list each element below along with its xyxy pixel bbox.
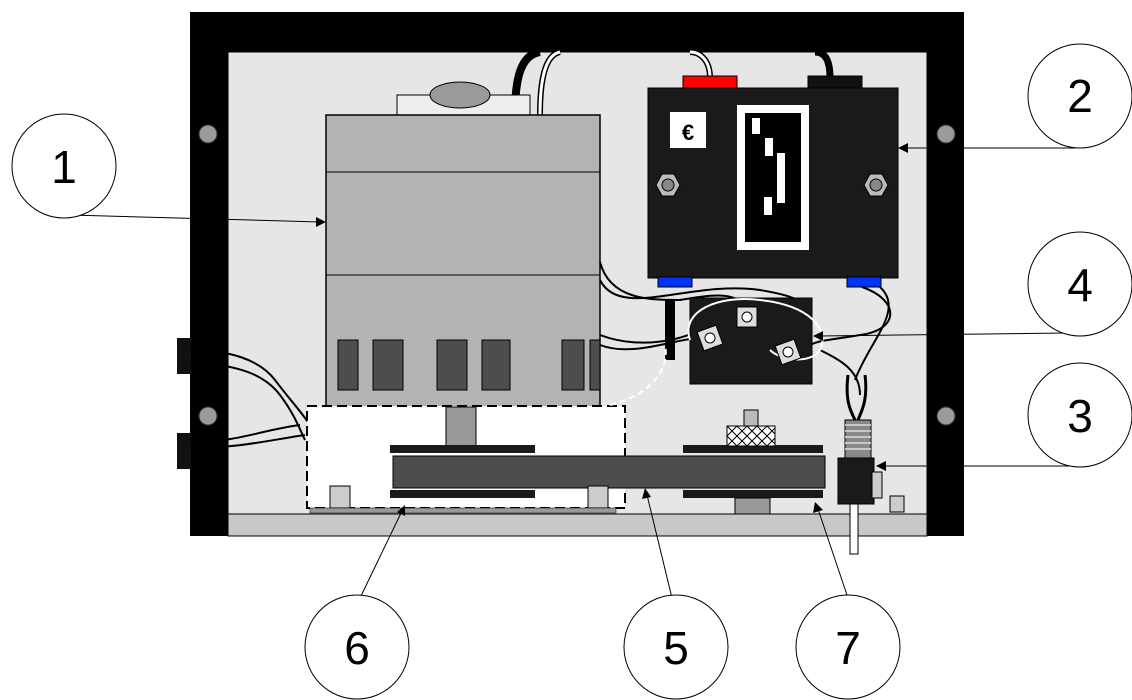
motor-knob: [429, 81, 491, 109]
motor-vent: [337, 339, 359, 391]
callout-label: 1: [51, 141, 77, 193]
sensor-body: [837, 457, 875, 505]
pulley-hub: [743, 409, 759, 427]
wire: [189, 434, 306, 449]
wire: [845, 374, 857, 421]
arrowhead: [316, 217, 326, 227]
motor-shaft: [445, 406, 477, 448]
arrowhead: [397, 505, 405, 516]
wire: [856, 374, 868, 421]
knurl-pattern: [726, 425, 776, 447]
side-connector: [177, 338, 191, 374]
arrowhead: [876, 461, 886, 471]
screw-icon: [741, 311, 753, 323]
callout-4: 4: [1027, 231, 1132, 337]
sensor-spring: [844, 419, 872, 459]
window-mark: [764, 197, 772, 215]
arrowhead: [898, 143, 908, 153]
screw-icon: [198, 124, 218, 144]
sensor-plunger: [849, 503, 859, 555]
callout-2: 2: [1027, 43, 1132, 149]
screw-icon: [936, 406, 956, 426]
terminal-blue: [657, 276, 693, 288]
leader-line-6: [359, 510, 403, 599]
arrowhead: [813, 502, 823, 513]
side-connector: [177, 433, 191, 469]
leader-line-4: [819, 332, 1066, 337]
screw-icon: [936, 124, 956, 144]
cable-black-top: [814, 48, 834, 79]
pulley-base: [734, 497, 771, 515]
wire-white: [687, 298, 824, 361]
wire: [854, 286, 890, 381]
screw-icon: [782, 346, 794, 358]
drive-belt: [392, 455, 826, 489]
callout-3: 3: [1027, 362, 1132, 468]
callout-label: 4: [1067, 259, 1093, 311]
pulley-flange: [683, 445, 823, 453]
sensor-bracket: [889, 495, 905, 513]
dashed-wire: [609, 344, 667, 406]
mount-foot: [587, 485, 609, 509]
spring-coils: [845, 424, 871, 450]
callout-label: 5: [663, 622, 689, 674]
leader-line-1: [69, 214, 321, 223]
motor-vent: [589, 339, 601, 391]
pulley-flange: [390, 490, 535, 498]
callout-label: 2: [1067, 70, 1093, 122]
pulley-flange: [390, 445, 535, 453]
window-mark: [752, 118, 760, 134]
cable-white-top: [689, 50, 712, 79]
ce-mark-icon: [670, 112, 706, 148]
wire: [189, 361, 306, 441]
base-plate: [227, 513, 928, 537]
callout-1: 1: [11, 113, 117, 219]
leader-line-7: [817, 508, 849, 599]
mount-foot: [329, 485, 351, 509]
terminal-blue: [846, 276, 882, 288]
screw-icon: [704, 332, 716, 344]
motor-vent: [372, 339, 404, 391]
callout-label: 3: [1067, 390, 1093, 442]
motor-vent: [436, 339, 468, 391]
sensor-clip: [871, 471, 883, 499]
callout-label: 6: [344, 622, 370, 674]
motor-vent: [481, 339, 511, 391]
wire: [189, 424, 301, 442]
screw-icon: [198, 406, 218, 426]
motor-vent: [561, 339, 585, 391]
rail: [309, 507, 617, 514]
screw-icon: [661, 178, 675, 192]
callout-5: 5: [623, 594, 729, 700]
wire: [189, 349, 311, 426]
callout-6: 6: [304, 594, 410, 700]
arrowhead: [642, 488, 651, 499]
arrowhead: [813, 331, 823, 341]
window-mark: [777, 153, 785, 203]
leader-line-5: [646, 494, 673, 599]
screw-icon: [869, 178, 883, 192]
window-mark: [765, 138, 773, 156]
callout-7: 7: [795, 594, 901, 700]
ce-mark-icon: €: [682, 120, 694, 145]
pulley-flange: [683, 490, 823, 498]
cable-white: [538, 50, 561, 116]
callout-label: 7: [835, 622, 861, 674]
wire: [819, 349, 861, 396]
power-module-window-inner: [745, 113, 801, 242]
